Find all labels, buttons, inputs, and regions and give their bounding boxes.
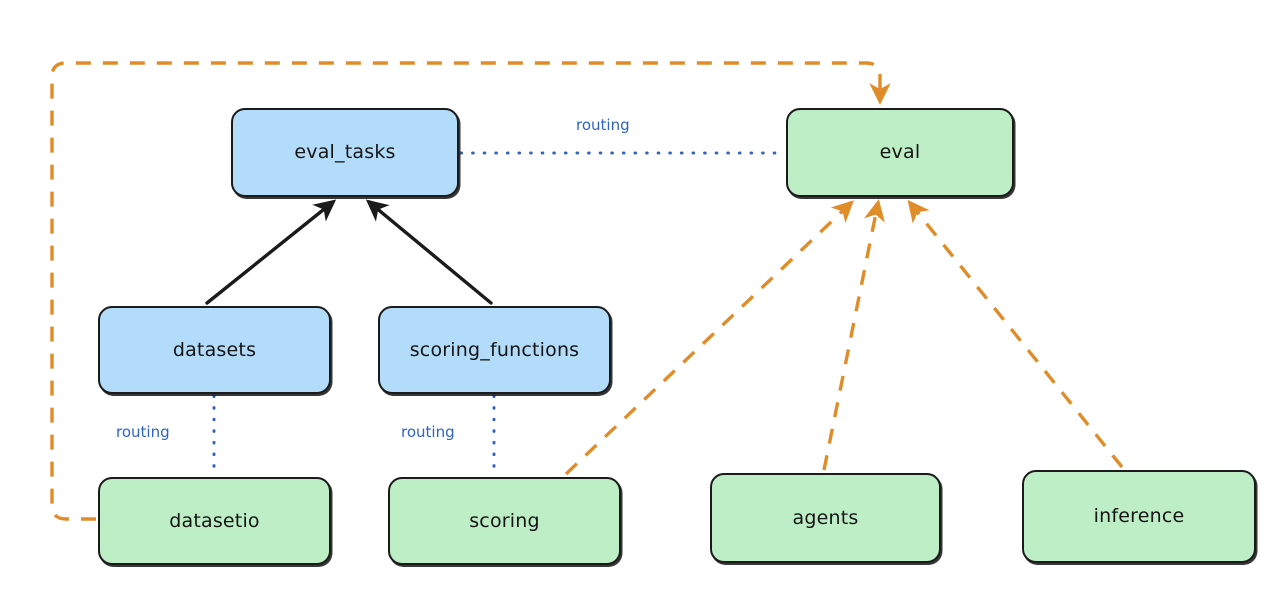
edge-datasets-eval_tasks (205, 199, 337, 305)
node-eval-tasks[interactable]: eval_tasks (231, 108, 459, 197)
node-eval[interactable]: eval (786, 108, 1014, 197)
edge-label-routing-eval-tasks-eval: routing (573, 116, 633, 134)
node-label: eval_tasks (294, 141, 396, 164)
node-label: scoring (469, 509, 540, 532)
edge-agents-eval (822, 199, 885, 471)
edge-label-routing-scoring-functions-scoring: routing (398, 423, 458, 441)
edge-scoring_functions-eval_tasks (365, 199, 493, 305)
node-label: agents (792, 506, 859, 529)
node-label: datasetio (169, 509, 260, 532)
node-label: eval (879, 141, 921, 164)
node-label: inference (1093, 505, 1185, 528)
edge-inference-eval (907, 199, 1124, 469)
node-datasetio[interactable]: datasetio (98, 477, 331, 565)
node-datasets[interactable]: datasets (98, 306, 331, 394)
node-scoring-functions[interactable]: scoring_functions (378, 306, 611, 394)
edge-group-composition (205, 199, 493, 305)
node-label: scoring_functions (409, 338, 580, 361)
node-agents[interactable]: agents (710, 473, 941, 563)
node-label: datasets (172, 338, 257, 361)
edge-label-routing-datasets-datasetio: routing (113, 423, 173, 441)
node-scoring[interactable]: scoring (388, 477, 621, 565)
edge-datasetio-eval (50, 61, 891, 521)
node-inference[interactable]: inference (1022, 470, 1256, 563)
